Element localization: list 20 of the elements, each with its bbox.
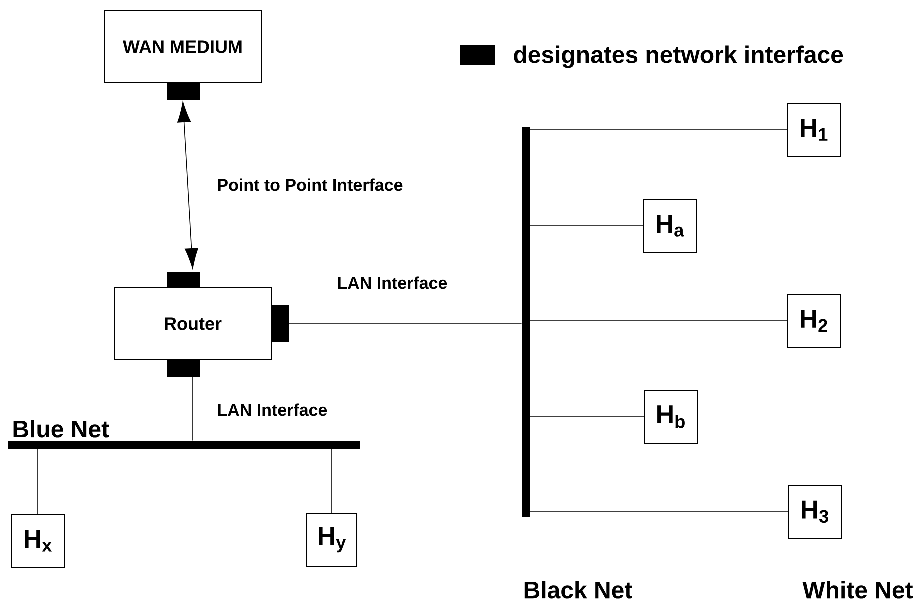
connector (530, 416, 644, 418)
network-name: Black Net (524, 581, 632, 599)
network-name: White Net (802, 581, 914, 599)
device-box: WAN MEDIUM (104, 10, 262, 84)
edge-label: Point to Point Interface (218, 178, 403, 192)
edge-label: LAN Interface (338, 276, 448, 290)
network-name: Blue Net (14, 420, 110, 438)
host-box: H$_{2}$ (787, 294, 841, 348)
edge-label: LAN Interface (218, 404, 328, 416)
host-box: H$_{b}$ (644, 390, 698, 444)
host-box: H$_{3}$ (788, 484, 842, 539)
host-box: H$_{y}$ (306, 512, 358, 567)
connector (178, 102, 198, 269)
connector (192, 377, 194, 442)
host-box: H$_{x}$ (11, 514, 65, 568)
host-box: H$_{1}$ (787, 103, 841, 157)
device-box: Router (114, 288, 272, 360)
connector (530, 320, 788, 322)
legend-text: designates network interface (514, 46, 844, 68)
host-box: H$_{a}$ (643, 199, 697, 253)
